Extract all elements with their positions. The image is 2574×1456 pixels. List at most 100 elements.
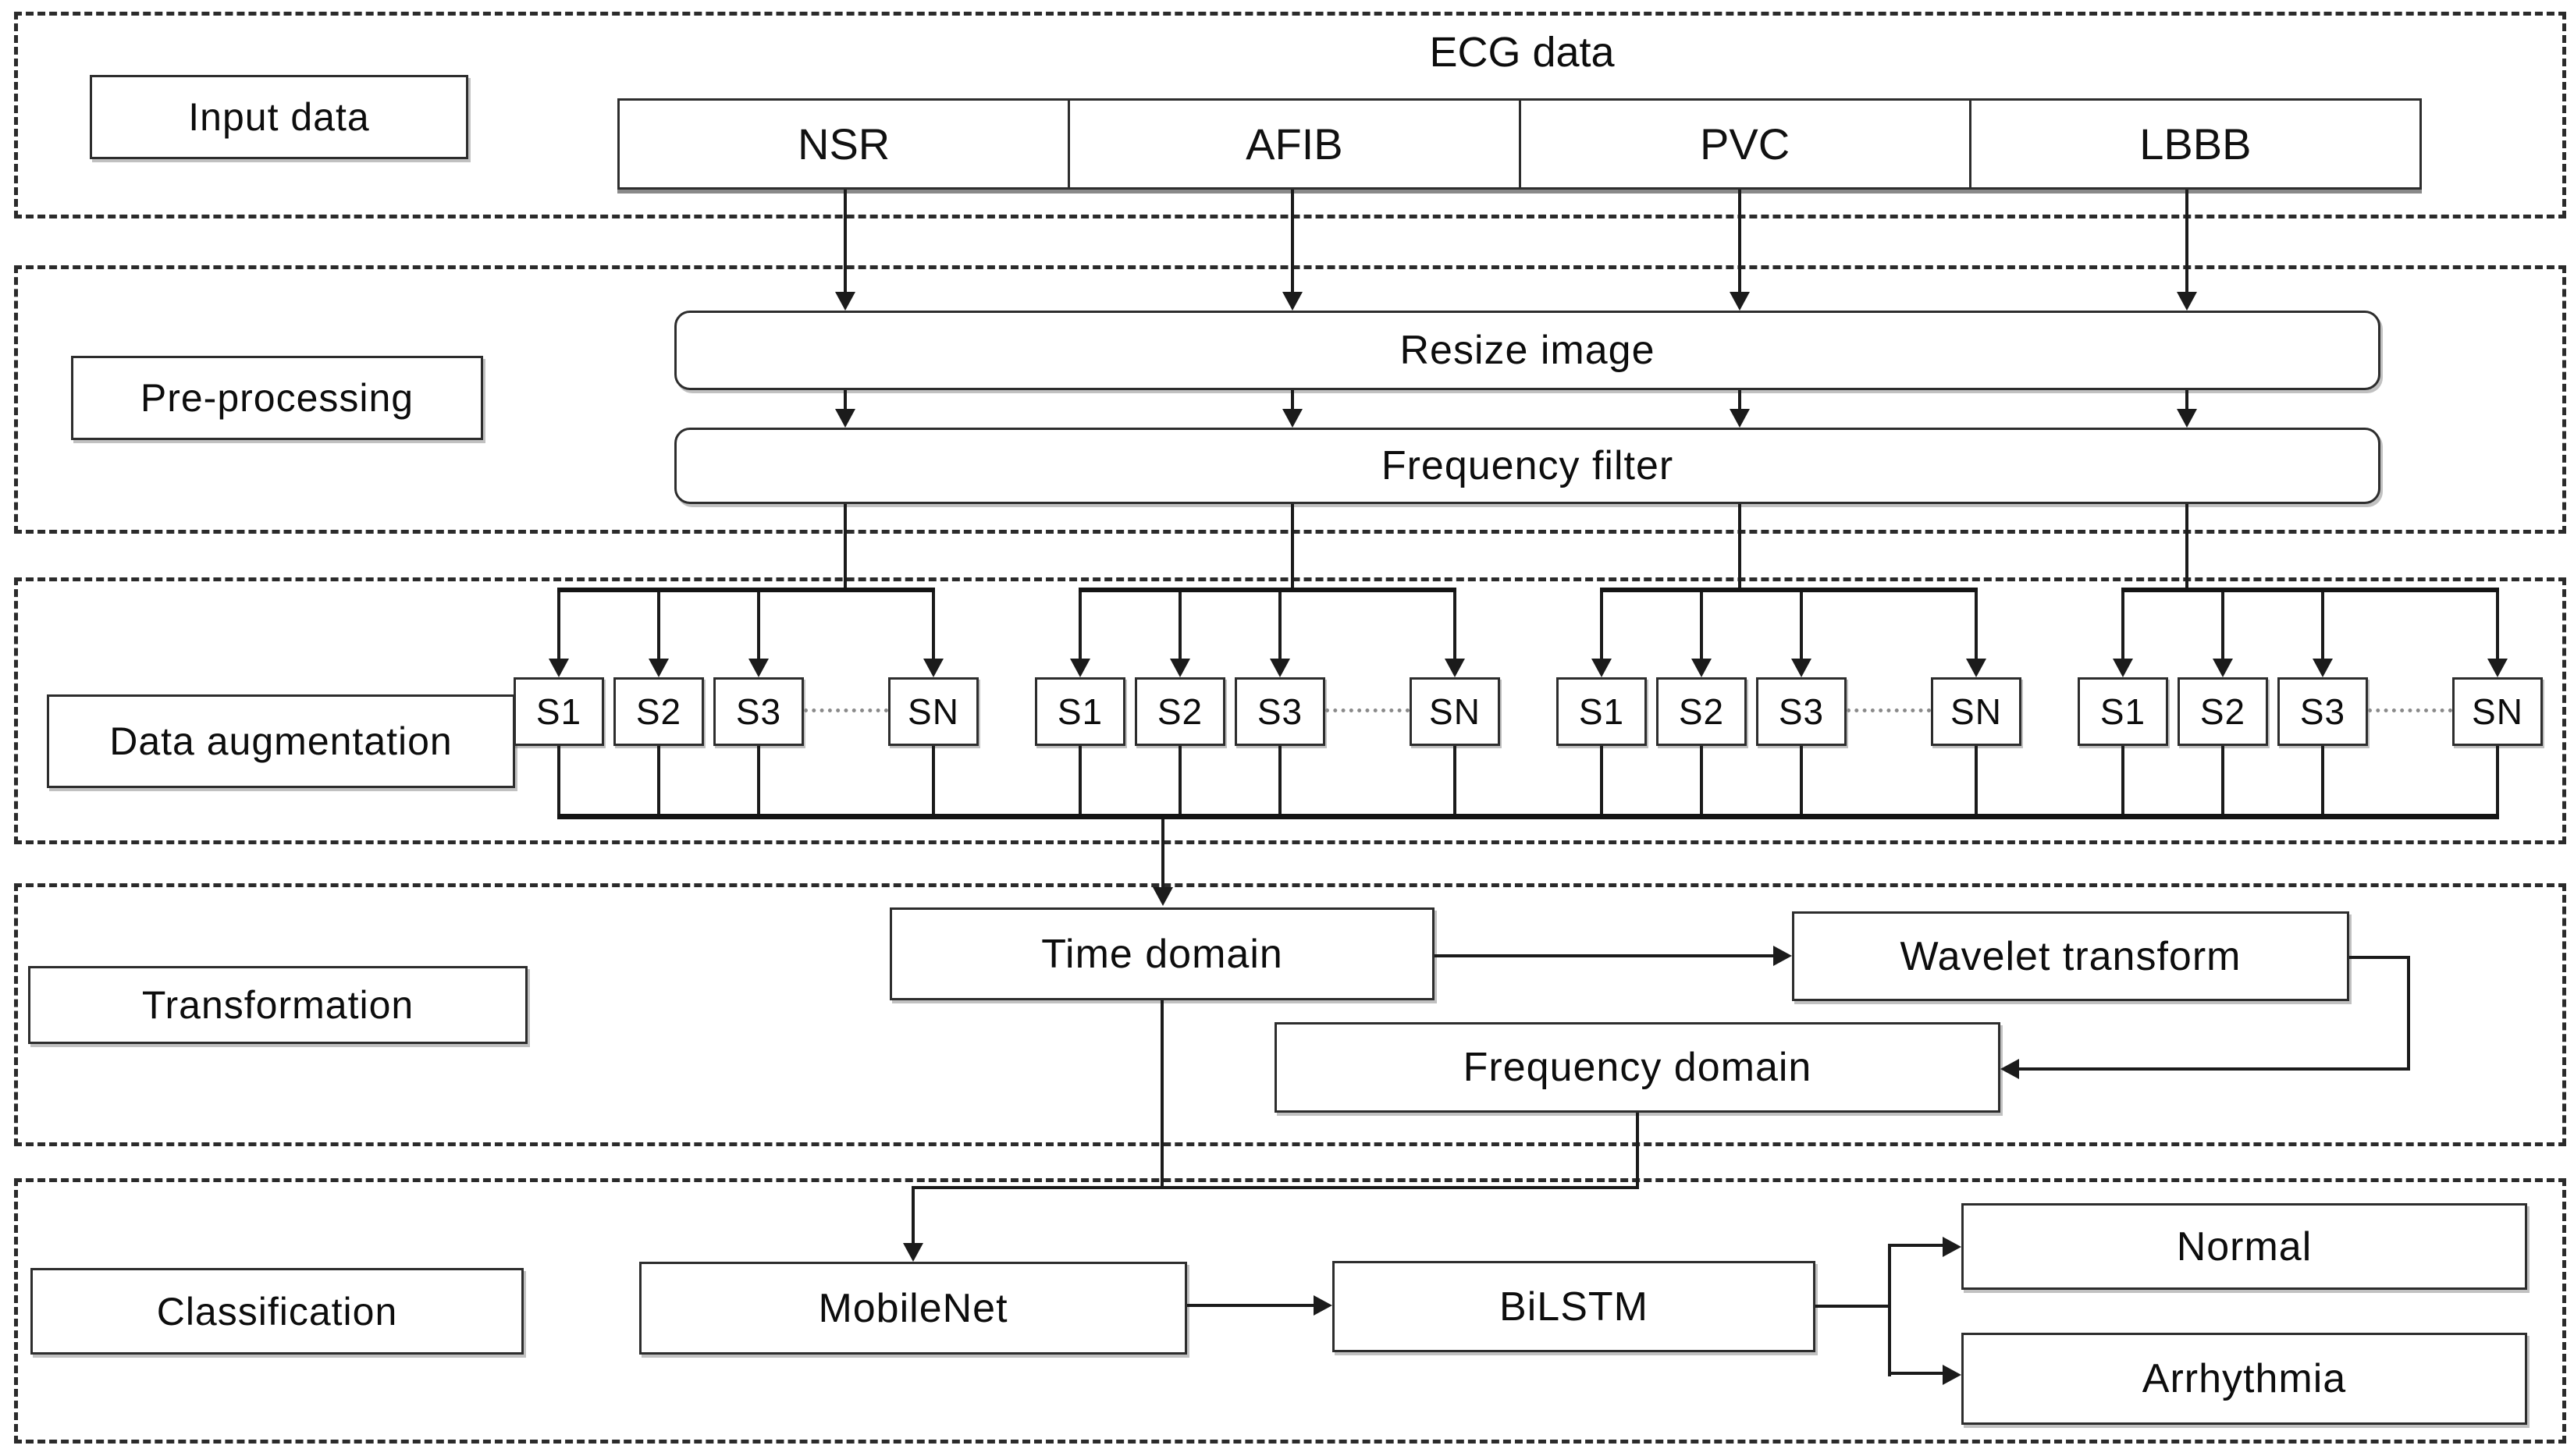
sample-box-text: S3	[2299, 691, 2346, 732]
arrowhead-right-icon	[1773, 946, 1792, 966]
arrow-line	[2019, 1067, 2410, 1071]
connector-line	[2349, 956, 2410, 959]
frequency-filter-box: Frequency filter	[674, 428, 2380, 504]
arrow-line	[657, 592, 660, 659]
sample-box-text: S2	[2199, 691, 2246, 732]
label-classification: Classification	[30, 1268, 524, 1355]
distribution-bar	[557, 588, 935, 592]
arrowhead-down-icon	[2313, 659, 2333, 677]
connector-line	[1888, 1245, 1891, 1376]
sample-box-text: S1	[1057, 691, 1104, 732]
frequency-filter-text: Frequency filter	[1381, 443, 1674, 488]
connector-line	[1700, 746, 1703, 816]
connector-line	[1738, 504, 1741, 590]
frequency-domain-text: Frequency domain	[1463, 1045, 1812, 1090]
label-transformation-text: Transformation	[141, 983, 414, 1027]
arrowhead-down-icon	[748, 659, 769, 677]
class-cell-nsr: NSR	[620, 101, 1068, 187]
arrow-line	[1435, 954, 1775, 957]
section-input-data	[14, 12, 2566, 218]
connector-line	[2185, 504, 2188, 590]
arrow-line	[2121, 592, 2124, 659]
arrowhead-down-icon	[1270, 659, 1290, 677]
sample-box-s3: S3	[1235, 677, 1325, 746]
sample-box-s1: S1	[1556, 677, 1647, 746]
arrowhead-down-icon	[1966, 659, 1986, 677]
ellipsis-dots	[1325, 708, 1410, 712]
arrow-line	[1738, 390, 1741, 410]
arrowhead-down-icon	[1282, 292, 1303, 311]
arrow-line	[2185, 390, 2188, 410]
ellipsis-dots	[804, 708, 888, 712]
arrowhead-down-icon	[649, 659, 669, 677]
connector-line	[1161, 1000, 1164, 1189]
label-preprocessing: Pre-processing	[71, 356, 483, 440]
resize-image-text: Resize image	[1399, 328, 1655, 373]
label-input-data: Input data	[90, 75, 468, 159]
connector-line	[932, 746, 935, 816]
wavelet-transform-box: Wavelet transform	[1792, 911, 2349, 1001]
resize-image-box: Resize image	[674, 311, 2380, 390]
distribution-bar	[2121, 588, 2499, 592]
sample-box-text: SN	[1950, 691, 2002, 732]
connector-line	[2407, 956, 2410, 1071]
arrow-line	[1800, 592, 1803, 659]
arrowhead-down-icon	[1170, 659, 1190, 677]
label-input-data-text: Input data	[188, 95, 370, 139]
arrowhead-down-icon	[1591, 659, 1612, 677]
arrow-line	[2221, 592, 2224, 659]
sample-box-s1: S1	[2078, 677, 2168, 746]
connector-line	[1179, 746, 1182, 816]
output-normal-text: Normal	[2176, 1223, 2313, 1270]
class-cell-pvc: PVC	[1518, 101, 1969, 187]
arrowhead-down-icon	[2177, 292, 2197, 311]
arrow-line	[844, 190, 847, 293]
output-arrhythmia-box: Arrhythmia	[1961, 1333, 2527, 1425]
arrowhead-down-icon	[903, 1243, 923, 1262]
connector-line	[1453, 746, 1456, 816]
mobilenet-box: MobileNet	[639, 1262, 1187, 1355]
sample-box-text: SN	[2472, 691, 2523, 732]
frequency-domain-box: Frequency domain	[1275, 1022, 2000, 1113]
section-preprocessing	[14, 265, 2566, 534]
arrowhead-down-icon	[923, 659, 944, 677]
mobilenet-text: MobileNet	[818, 1285, 1008, 1331]
arrow-line	[844, 390, 847, 410]
arrowhead-down-icon	[1153, 887, 1173, 906]
arrowhead-down-icon	[549, 659, 569, 677]
output-arrhythmia-text: Arrhythmia	[2142, 1356, 2347, 1401]
connector-line	[912, 1186, 1639, 1189]
arrowhead-down-icon	[1691, 659, 1712, 677]
time-domain-text: Time domain	[1041, 931, 1283, 977]
sample-box-sn: SN	[1410, 677, 1500, 746]
connector-line	[2321, 746, 2324, 816]
connector-line	[1291, 504, 1294, 590]
arrowhead-down-icon	[2177, 409, 2197, 428]
class-cell-lbbb-text: LBBB	[2139, 119, 2252, 169]
label-preprocessing-text: Pre-processing	[140, 376, 414, 420]
connector-line	[1636, 1113, 1639, 1189]
output-normal-box: Normal	[1961, 1203, 2527, 1290]
arrow-line	[1738, 190, 1741, 293]
bilstm-box: BiLSTM	[1332, 1261, 1815, 1352]
time-domain-box: Time domain	[890, 907, 1435, 1000]
connector-line	[1278, 746, 1282, 816]
connector-line	[844, 504, 847, 590]
connector-line	[2121, 746, 2124, 816]
connector-line	[1800, 746, 1803, 816]
class-cell-nsr-text: NSR	[798, 119, 891, 169]
arrow-line	[1278, 592, 1282, 659]
arrow-line	[1187, 1304, 1317, 1307]
sample-box-s3: S3	[713, 677, 804, 746]
arrowhead-right-icon	[1943, 1365, 1961, 1385]
sample-box-s1: S1	[514, 677, 604, 746]
connector-line	[557, 746, 560, 816]
sample-box-text: SN	[908, 691, 959, 732]
arrow-line	[757, 592, 760, 659]
class-cell-pvc-text: PVC	[1700, 119, 1790, 169]
section-classification	[14, 1178, 2566, 1444]
sample-box-text: S1	[2099, 691, 2146, 732]
sample-box-text: S3	[735, 691, 782, 732]
connector-line	[1975, 746, 1978, 816]
class-cell-afib: AFIB	[1068, 101, 1518, 187]
